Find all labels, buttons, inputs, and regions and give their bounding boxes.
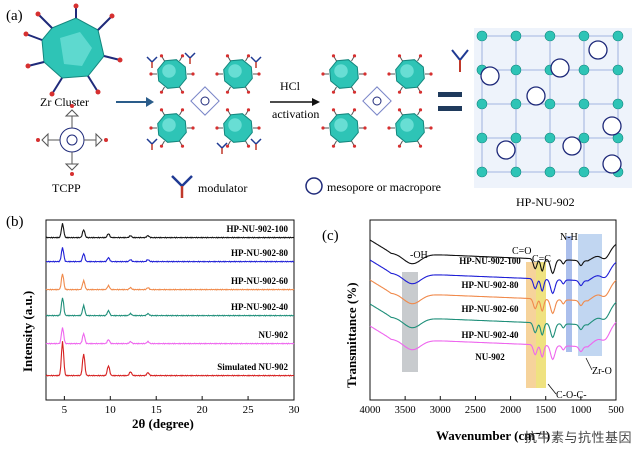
ftir-series-line — [369, 322, 617, 361]
xrd-series-line — [46, 247, 295, 263]
annot-co: C=O — [512, 246, 532, 257]
ftir-plot-frame — [369, 219, 617, 401]
xrd-ylabel: Intensity (a.u.) — [20, 291, 35, 372]
ftir-tick-label: 2000 — [500, 405, 521, 416]
ftir-chart: HP-NU-902-100HP-NU-902-80HP-NU-902-60HP-… — [360, 219, 624, 416]
ftir-series-line — [369, 279, 617, 315]
xrd-series-line — [45, 327, 295, 345]
ftir-series-line — [369, 239, 617, 275]
reaction-arrow-icon — [116, 97, 154, 107]
product-label: HP-NU-902 — [516, 195, 575, 209]
ftir-tick-label: 3500 — [395, 405, 416, 416]
watermark: 抗牛素与抗性基因 — [523, 430, 632, 445]
ftir-series-line — [369, 259, 617, 295]
annot-nh: N-H — [560, 232, 578, 243]
ftir-series-label: HP-NU-902-60 — [462, 304, 519, 314]
ftir-series-line — [369, 302, 617, 339]
xrd-series-line — [45, 273, 295, 291]
framework-with-modulator-icon — [146, 52, 262, 154]
xrd-tick-label: 5 — [62, 404, 68, 416]
mesopore-label: mesopore or macropore — [327, 180, 441, 194]
xrd-tick-label: 10 — [105, 404, 117, 416]
xrd-series-line — [45, 223, 295, 239]
xrd-series-label: HP-NU-902-60 — [231, 276, 288, 286]
modulator-label: modulator — [198, 181, 247, 195]
panel-a-label: (a) — [6, 8, 23, 24]
annot-coc-pointer — [547, 383, 557, 395]
activation-label: activation — [272, 107, 319, 121]
xrd-chart: HP-NU-902-100HP-NU-902-80HP-NU-902-60HP-… — [45, 219, 301, 416]
panel-b-label: (b) — [6, 214, 24, 230]
ftir-series-label: NU-902 — [475, 352, 505, 362]
ftir-tick-label: 4000 — [360, 405, 381, 416]
annot-zro-pointer — [585, 357, 593, 371]
modulator-glyph-icon — [451, 49, 469, 72]
xrd-series-label: HP-NU-902-80 — [231, 248, 288, 258]
cc-band — [536, 262, 546, 388]
xrd-tick-label: 30 — [289, 404, 301, 416]
xrd-series-label: HP-NU-902-100 — [227, 224, 289, 234]
co-band — [526, 262, 536, 388]
xrd-xlabel: 2θ (degree) — [132, 416, 194, 431]
ftir-xlabel: Wavenumber (cm⁻¹) — [436, 428, 550, 443]
ftir-tick-label: 1000 — [570, 405, 591, 416]
annot-oh: -OH — [410, 250, 428, 261]
ftir-tick-label: 3000 — [430, 405, 451, 416]
activation-arrow-icon — [270, 98, 320, 106]
xrd-series-line — [45, 297, 294, 317]
hcl-label: HCl — [280, 79, 301, 93]
ftir-tick-label: 1500 — [535, 405, 556, 416]
xrd-tick-label: 15 — [151, 404, 163, 416]
annot-coc: C-O-C- — [556, 390, 587, 401]
xrd-series-line — [45, 341, 295, 377]
ftir-series-label: HP-NU-902-40 — [462, 330, 519, 340]
annot-cc: C=C — [532, 254, 551, 265]
xrd-series-label: NU-902 — [259, 330, 289, 340]
xrd-series-label: HP-NU-902-40 — [231, 302, 288, 312]
tcpp-molecule-icon — [36, 104, 108, 176]
xrd-series-label: Simulated NU-902 — [217, 362, 288, 372]
equals-sign-icon — [438, 92, 462, 111]
ftir-ylabel: Transmittance (%) — [344, 282, 359, 388]
xrd-plot-frame — [45, 219, 295, 401]
zr-cluster-icon — [23, 3, 123, 97]
ftir-series-label: HP-NU-902-80 — [462, 280, 519, 290]
annot-zro: Zr-O — [592, 366, 612, 377]
modulator-legend-icon — [171, 175, 193, 198]
pore-legend-icon — [305, 177, 323, 195]
xrd-tick-label: 20 — [197, 404, 209, 416]
tcpp-label: TCPP — [52, 181, 81, 195]
xrd-tick-label: 25 — [243, 404, 255, 416]
oh-band — [402, 272, 418, 372]
panel-c-label: (c) — [322, 228, 339, 244]
ftir-tick-label: 500 — [608, 405, 624, 416]
ftir-tick-label: 2500 — [465, 405, 486, 416]
zr-cluster-label: Zr Cluster — [40, 95, 89, 109]
framework-activated-icon — [321, 54, 433, 148]
nh-band — [566, 236, 572, 352]
ftir-series-label: HP-NU-902-100 — [459, 256, 521, 266]
hp-nu-902-lattice-icon — [474, 28, 632, 188]
